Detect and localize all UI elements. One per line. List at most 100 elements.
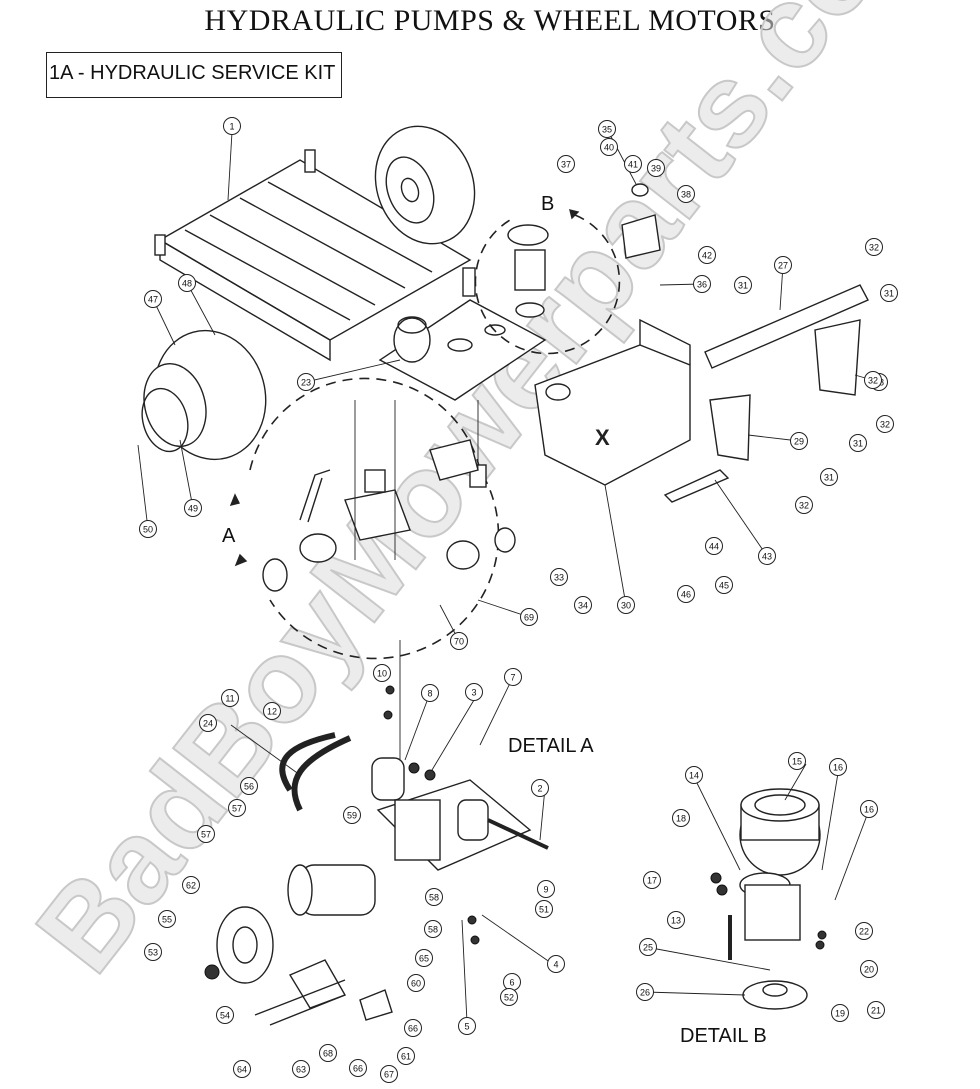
callout-number: 32 <box>868 376 878 386</box>
callout-3: 3 <box>465 683 483 701</box>
callout-number: 6 <box>509 978 514 988</box>
callout-number: 57 <box>232 804 242 814</box>
callout-35: 35 <box>598 120 616 138</box>
callout-number: 69 <box>524 613 534 623</box>
callout-number: 33 <box>554 573 564 583</box>
callout-number: 68 <box>323 1049 333 1059</box>
callout-number: 16 <box>833 763 843 773</box>
callout-17: 17 <box>643 871 661 889</box>
callout-37: 37 <box>557 155 575 173</box>
callout-56: 56 <box>240 777 258 795</box>
frame-assembly <box>154 149 476 362</box>
callout-number: 22 <box>859 927 869 937</box>
callout-number: 70 <box>454 637 464 647</box>
callout-number: 27 <box>778 261 788 271</box>
callout-68: 68 <box>319 1044 337 1062</box>
callout-number: 21 <box>871 1006 881 1016</box>
callout-number: 4 <box>553 960 558 970</box>
callout-21: 21 <box>867 1001 885 1019</box>
callout-number: 64 <box>237 1065 247 1075</box>
callout-number: 1 <box>229 122 234 132</box>
callout-50: 50 <box>139 520 157 538</box>
callout-51: 51 <box>535 900 553 918</box>
callout-27: 27 <box>774 256 792 274</box>
detail-a-hydraulic-pump <box>204 685 549 1026</box>
callout-58: 58 <box>425 888 443 906</box>
callout-number: 2 <box>537 784 542 794</box>
callout-34: 34 <box>574 596 592 614</box>
callout-29: 29 <box>790 432 808 450</box>
callout-11: 11 <box>221 689 239 707</box>
callout-31: 31 <box>849 434 867 452</box>
callout-59: 59 <box>343 806 361 824</box>
callout-70: 70 <box>450 632 468 650</box>
callout-69: 69 <box>520 608 538 626</box>
callout-number: 32 <box>880 420 890 430</box>
callout-5: 5 <box>458 1017 476 1035</box>
callout-number: 31 <box>853 439 863 449</box>
callout-number: 48 <box>182 279 192 289</box>
callout-number: 16 <box>864 805 874 815</box>
callout-49: 49 <box>184 499 202 517</box>
callout-61: 61 <box>397 1047 415 1065</box>
callout-16: 16 <box>860 800 878 818</box>
callout-number: 25 <box>643 943 653 953</box>
callout-number: 26 <box>640 988 650 998</box>
callout-number: 13 <box>671 916 681 926</box>
callout-number: 49 <box>188 504 198 514</box>
callout-number: 11 <box>225 694 234 704</box>
callout-26: 26 <box>636 983 654 1001</box>
callout-number: 40 <box>604 143 614 153</box>
callout-number: 54 <box>220 1011 230 1021</box>
callout-number: 8 <box>427 689 432 699</box>
callout-62: 62 <box>182 876 200 894</box>
callout-32: 32 <box>795 496 813 514</box>
pump-mount-plate <box>378 299 547 401</box>
callout-43: 43 <box>758 547 776 565</box>
callout-36: 36 <box>693 275 711 293</box>
callout-66: 66 <box>404 1019 422 1037</box>
front-tire <box>141 329 267 461</box>
callout-number: 63 <box>296 1065 306 1075</box>
callout-number: 31 <box>884 289 894 299</box>
callout-number: 31 <box>738 281 748 291</box>
callout-number: 45 <box>719 581 729 591</box>
callout-number: 3 <box>471 688 476 698</box>
callout-8: 8 <box>421 684 439 702</box>
leader-lines <box>137 128 880 1023</box>
detail-b-pump-pulley <box>710 788 827 1010</box>
callout-number: 66 <box>353 1064 363 1074</box>
callout-number: 9 <box>543 885 548 895</box>
callout-number: 12 <box>267 707 277 717</box>
callout-22: 22 <box>855 922 873 940</box>
callout-7: 7 <box>504 668 522 686</box>
callout-18: 18 <box>672 809 690 827</box>
callout-number: 51 <box>539 905 549 915</box>
reservoir-box <box>621 214 661 259</box>
callout-number: 17 <box>647 876 657 886</box>
callout-number: 7 <box>510 673 515 683</box>
callout-number: 42 <box>702 251 712 261</box>
callout-16: 16 <box>829 758 847 776</box>
callout-67: 67 <box>380 1065 398 1083</box>
callout-55: 55 <box>158 910 176 928</box>
bracket-right <box>814 319 861 396</box>
callout-number: 65 <box>419 954 429 964</box>
rear-body-shroud: X <box>534 318 691 486</box>
callout-23: 23 <box>297 373 315 391</box>
callout-number: 38 <box>681 190 691 200</box>
callout-number: 18 <box>676 814 686 824</box>
callout-number: 44 <box>709 542 719 552</box>
callout-number: 29 <box>794 437 804 447</box>
callout-41: 41 <box>624 155 642 173</box>
callout-58: 58 <box>424 920 442 938</box>
callout-number: 58 <box>429 893 439 903</box>
callout-number: 5 <box>464 1022 469 1032</box>
callout-44: 44 <box>705 537 723 555</box>
callout-46: 46 <box>677 585 695 603</box>
callout-31: 31 <box>820 468 838 486</box>
callout-57: 57 <box>197 825 215 843</box>
detail-a-letter: A <box>222 525 236 547</box>
detail-b-circle <box>474 209 621 355</box>
callout-31: 31 <box>880 284 898 302</box>
